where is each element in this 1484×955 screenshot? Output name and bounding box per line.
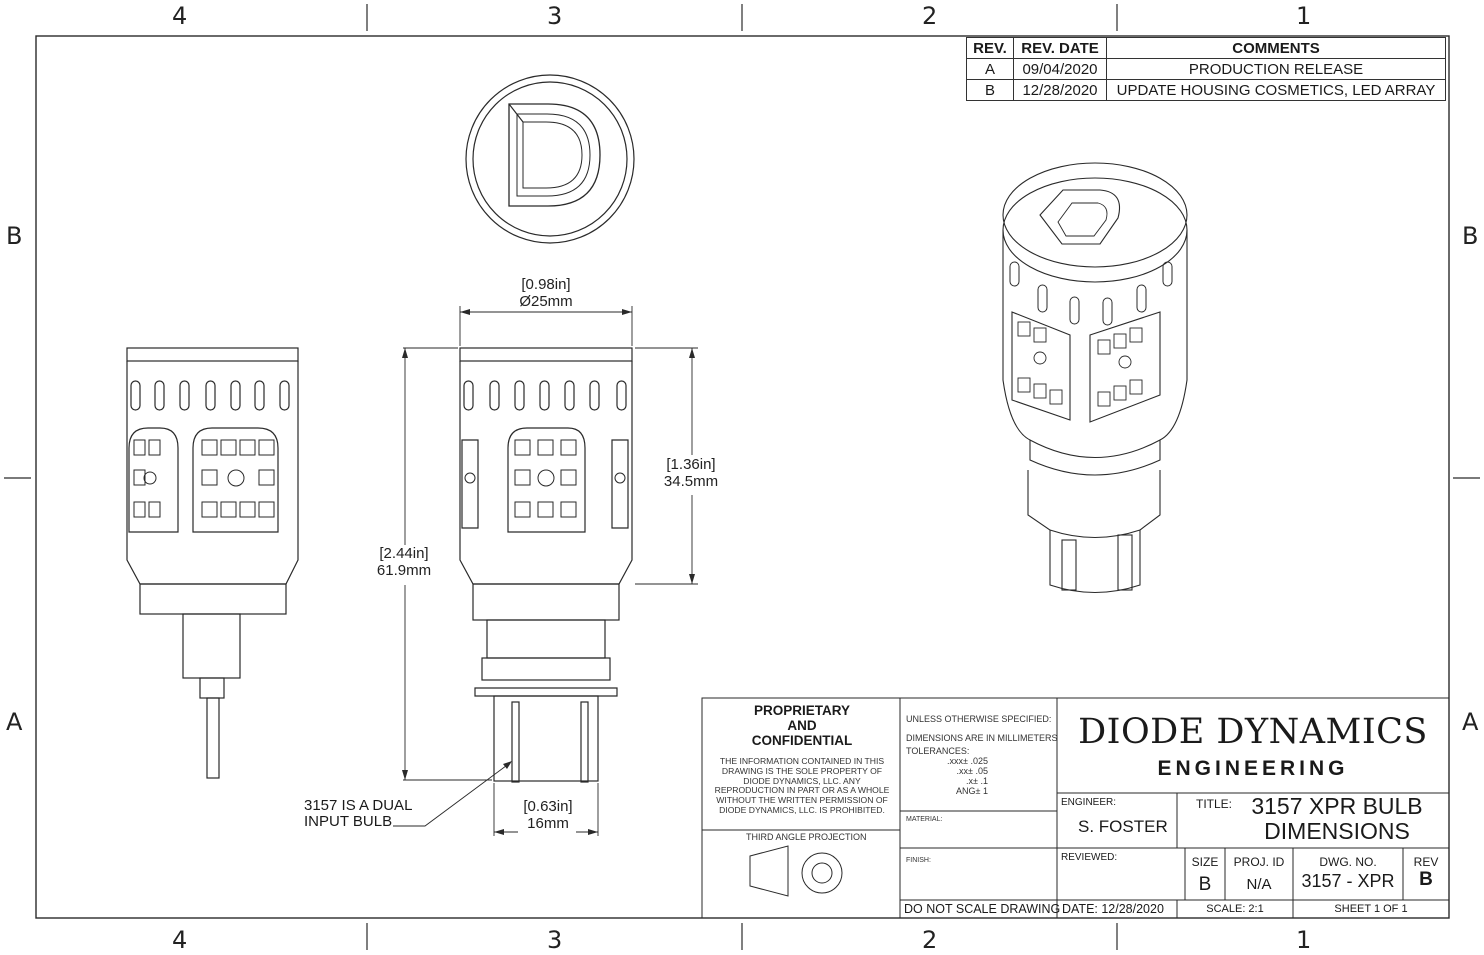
note-line: UNLESS OTHERWISE SPECIFIED: (906, 714, 1052, 724)
diameter-inch-label: [0.98in] (521, 276, 571, 293)
zone-col-1-bottom: 1 (1296, 926, 1312, 954)
tolerance-line: .x± .1 (966, 776, 988, 786)
base-width-mm-label: 16mm (527, 815, 569, 832)
drawing-title-line: 3157 XPR BULB (1251, 793, 1423, 819)
notice-line: WITHOUT THE WRITTEN PERMISSION OF (716, 795, 888, 806)
dimension-lines (393, 306, 698, 836)
tolerances-label: TOLERANCES: (906, 746, 970, 756)
revision-table: REV. REV. DATE COMMENTS A 09/04/2020 PRO… (966, 37, 1446, 101)
general-notes: UNLESS OTHERWISE SPECIFIED: DIMENSIONS A… (906, 710, 1058, 748)
zone-col-3-bottom: 3 (547, 926, 563, 954)
total-height-inch-label: [2.44in] (379, 545, 429, 562)
zone-row-b-left: B (6, 222, 23, 250)
rev-label: REV (1413, 855, 1439, 869)
total-height-mm-label: 61.9mm (376, 562, 432, 579)
tolerance-line: .xxx± .025 (947, 756, 988, 766)
zone-col-4-bottom: 4 (172, 926, 188, 954)
size-label: SIZE (1191, 855, 1219, 869)
revision-header-row: REV. REV. DATE COMMENTS (966, 37, 1446, 59)
base-width-dimension: [0.63in] 16mm (512, 798, 584, 832)
side-view-bulb (126, 347, 299, 779)
material-label: MATERIAL: (906, 816, 943, 823)
tolerance-list: .xxx± .025 .xx± .05 .x± .1 ANG± 1 (938, 756, 988, 796)
zone-col-3: 3 (547, 2, 563, 30)
rev-date-cell: 12/28/2020 (1013, 79, 1107, 101)
drawing-scale: SCALE: 2:1 (1206, 903, 1264, 915)
zone-col-4: 4 (172, 2, 188, 30)
base-width-inch-label: [0.63in] (523, 798, 573, 815)
drawing-date: DATE: 12/28/2020 (1062, 902, 1164, 916)
dwg-no-value: 3157 - XPR (1301, 871, 1395, 891)
drawing-title-line: DIMENSIONS (1264, 818, 1410, 844)
tolerance-line: ANG± 1 (956, 786, 988, 796)
revision-row: B 12/28/2020 UPDATE HOUSING COSMETICS, L… (966, 79, 1446, 101)
projection-label: THIRD ANGLE PROJECTION (746, 832, 867, 842)
zone-col-2-bottom: 2 (922, 926, 938, 954)
rev-date-header: REV. DATE (1013, 37, 1107, 59)
rev-date-cell: 09/04/2020 (1013, 58, 1107, 80)
zone-col-2: 2 (922, 2, 938, 30)
do-not-scale-note: DO NOT SCALE DRAWING (904, 902, 1061, 916)
tolerance-line: .xx± .05 (956, 766, 988, 776)
rev-cell: A (966, 58, 1014, 80)
notice-line: DIODE DYNAMICS, LLC. ANY (743, 775, 861, 786)
rev-header: REV. (966, 37, 1014, 59)
proprietary-notice: THE INFORMATION CONTAINED IN THIS DRAWIN… (704, 756, 900, 816)
rev-cell: B (966, 79, 1014, 101)
zone-row-a-left: A (6, 708, 23, 736)
proprietary-title-line: AND (787, 718, 817, 733)
revision-row: A 09/04/2020 PRODUCTION RELEASE (966, 58, 1446, 80)
proprietary-title: PROPRIETARY AND CONFIDENTIAL (704, 703, 900, 748)
proj-id-label: PROJ. ID (1233, 855, 1285, 869)
front-view-bulb (459, 347, 633, 783)
zone-row-a-right: A (1462, 708, 1479, 736)
company-name: DIODE DYNAMICS (1078, 712, 1428, 752)
company-division: ENGINEERING (1157, 757, 1349, 780)
reviewed-label: REVIEWED: (1061, 852, 1118, 863)
diameter-mm-label: Ø25mm (519, 293, 573, 310)
zone-col-1: 1 (1296, 2, 1312, 30)
comment-cell: PRODUCTION RELEASE (1106, 58, 1446, 80)
note-line: DIMENSIONS ARE IN MILLIMETERS (906, 733, 1058, 743)
diameter-dimension: [0.98in] Ø25mm (510, 276, 582, 310)
sheet-number: SHEET 1 OF 1 (1334, 903, 1408, 915)
zone-row-b-right: B (1462, 222, 1479, 250)
dwg-no-label: DWG. NO. (1319, 855, 1377, 869)
proprietary-title-line: CONFIDENTIAL (751, 733, 853, 748)
drawing-title: 3157 XPR BULB DIMENSIONS (1232, 794, 1442, 844)
size-value: B (1198, 874, 1212, 895)
callout-line-2: INPUT BULB (304, 813, 393, 830)
proprietary-title-line: PROPRIETARY (753, 703, 850, 718)
notice-line: DRAWING IS THE SOLE PROPERTY OF (721, 765, 883, 776)
body-height-inch-label: [1.36in] (666, 456, 716, 473)
comment-cell: UPDATE HOUSING COSMETICS, LED ARRAY (1106, 79, 1446, 101)
isometric-bulb (1002, 162, 1188, 594)
title-block-grid (701, 697, 1450, 919)
notice-line: REPRODUCTION IN PART OR AS A WHOLE (714, 785, 890, 796)
top-view-cap (465, 74, 635, 244)
comments-header: COMMENTS (1106, 37, 1446, 59)
dual-input-callout: 3157 IS A DUAL INPUT BULB (304, 798, 412, 830)
body-height-mm-label: 34.5mm (663, 473, 719, 490)
engineer-name: S. FOSTER (1078, 817, 1168, 836)
notice-line: THE INFORMATION CONTAINED IN THIS (719, 756, 885, 766)
title-label: TITLE: (1196, 797, 1233, 811)
callout-line-1: 3157 IS A DUAL (304, 797, 413, 814)
engineer-label: ENGINEER: (1061, 797, 1117, 808)
notice-line: DIODE DYNAMICS, LLC. IS PROHIBITED. (719, 804, 885, 815)
proj-id-value: N/A (1246, 876, 1272, 893)
total-height-dimension: [2.44in] 61.9mm (368, 545, 440, 579)
body-height-dimension: [1.36in] 34.5mm (655, 456, 727, 490)
rev-value: B (1419, 869, 1433, 890)
finish-label: FINISH: (906, 857, 931, 864)
